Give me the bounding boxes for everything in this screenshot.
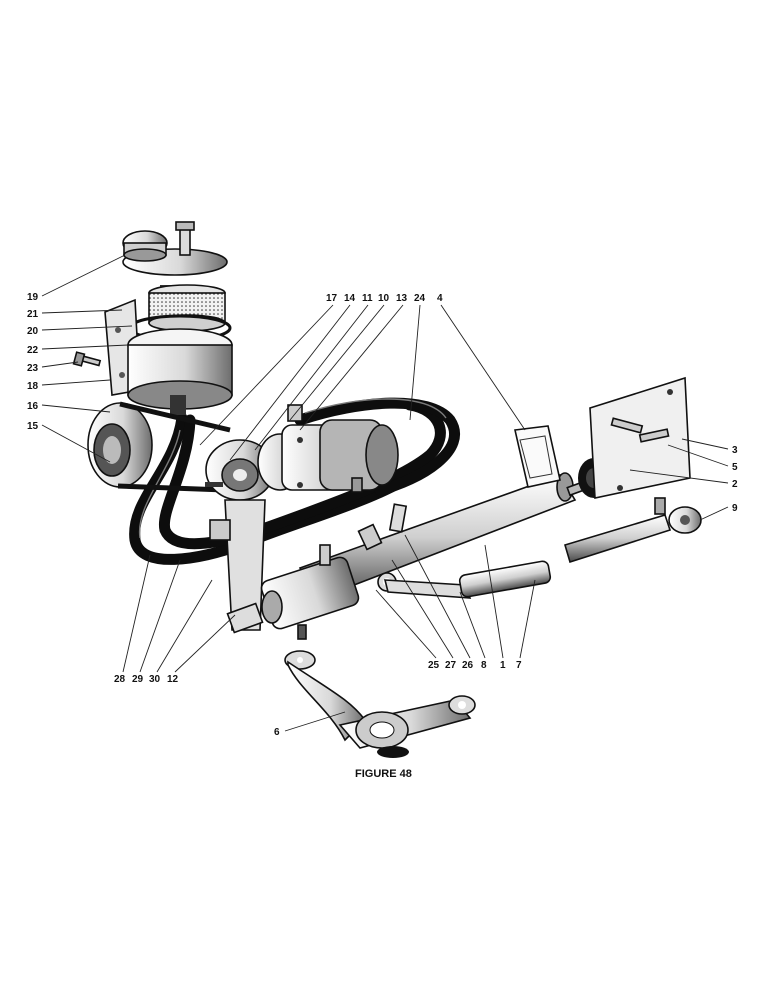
callout-5: 5: [732, 462, 738, 473]
callout-13: 13: [396, 293, 408, 304]
callout-21: 21: [27, 309, 39, 320]
callout-12: 12: [167, 674, 179, 685]
figure-caption: FIGURE 48: [355, 768, 412, 780]
pump-pulley: [205, 439, 275, 501]
callout-26: 26: [462, 660, 474, 671]
callout-10: 10: [378, 293, 390, 304]
mounting-plate: [589, 376, 691, 499]
tie-rod: [564, 497, 702, 564]
callout-18: 18: [27, 381, 39, 392]
bracket-bolt: [72, 351, 102, 367]
filter-element: [148, 284, 226, 332]
callout-6: 6: [274, 727, 280, 738]
callout-17: 17: [326, 293, 338, 304]
control-valve: [260, 544, 360, 640]
reservoir-body: [127, 328, 233, 415]
callout-28: 28: [114, 674, 126, 685]
callout-25: 25: [428, 660, 440, 671]
crank-pulley: [87, 402, 153, 488]
callout-2: 2: [732, 479, 738, 490]
pump-bracket: [209, 499, 266, 634]
callout-4: 4: [437, 293, 443, 304]
pump-body: [257, 404, 399, 493]
leader-lines: [41, 254, 729, 732]
drag-link-arm: [383, 560, 552, 599]
callout-3: 3: [732, 445, 738, 456]
callout-1: 1: [500, 660, 506, 671]
drop-arm: [284, 650, 476, 758]
callout-23: 23: [27, 363, 39, 374]
callout-24: 24: [414, 293, 426, 304]
callout-9: 9: [732, 503, 738, 514]
callout-29: 29: [132, 674, 144, 685]
callout-8: 8: [481, 660, 487, 671]
dust-cover: [514, 425, 561, 488]
callout-15: 15: [27, 421, 39, 432]
reservoir-cap: [122, 221, 228, 276]
callout-16: 16: [27, 401, 39, 412]
callout-27: 27: [445, 660, 457, 671]
callout-22: 22: [27, 345, 39, 356]
callout-19: 19: [27, 292, 39, 303]
callout-7: 7: [516, 660, 522, 671]
callout-labels: 19 21 20 22 23 18 16 15 17 14 11 10 13 2…: [27, 292, 738, 738]
callout-14: 14: [344, 293, 356, 304]
callout-11: 11: [362, 293, 373, 304]
drive-belt: [117, 401, 231, 493]
callout-20: 20: [27, 326, 39, 337]
callout-30: 30: [149, 674, 161, 685]
